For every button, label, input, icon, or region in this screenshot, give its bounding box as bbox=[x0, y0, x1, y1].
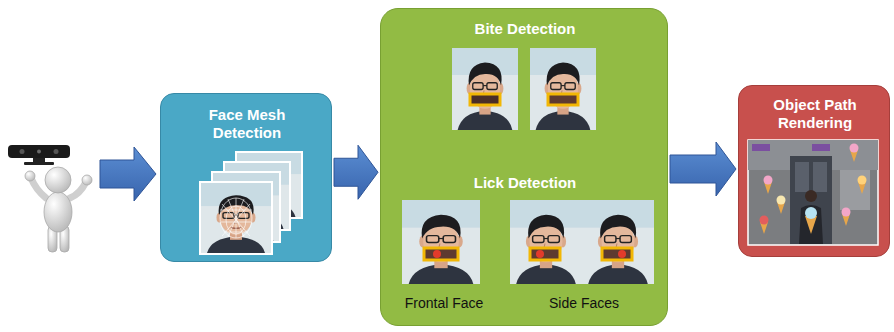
image-caption: Side Faces bbox=[511, 295, 657, 312]
box-heading: Lick Detection bbox=[401, 174, 649, 192]
kinect-sensor bbox=[8, 145, 70, 165]
face-mesh-stack bbox=[200, 152, 302, 254]
user-figure bbox=[25, 167, 92, 252]
bite-photos bbox=[452, 48, 596, 130]
box-heading: Bite Detection bbox=[401, 20, 649, 38]
game-screenshot bbox=[748, 140, 878, 245]
box-heading: Object Path Rendering bbox=[749, 96, 881, 132]
lick-photos bbox=[402, 200, 654, 284]
flow-arrow bbox=[670, 142, 736, 196]
input-arrow bbox=[100, 147, 156, 201]
image-caption: Frontal Face bbox=[385, 295, 503, 312]
box-heading: Face Mesh Detection bbox=[191, 106, 303, 142]
flow-arrow bbox=[334, 145, 378, 199]
